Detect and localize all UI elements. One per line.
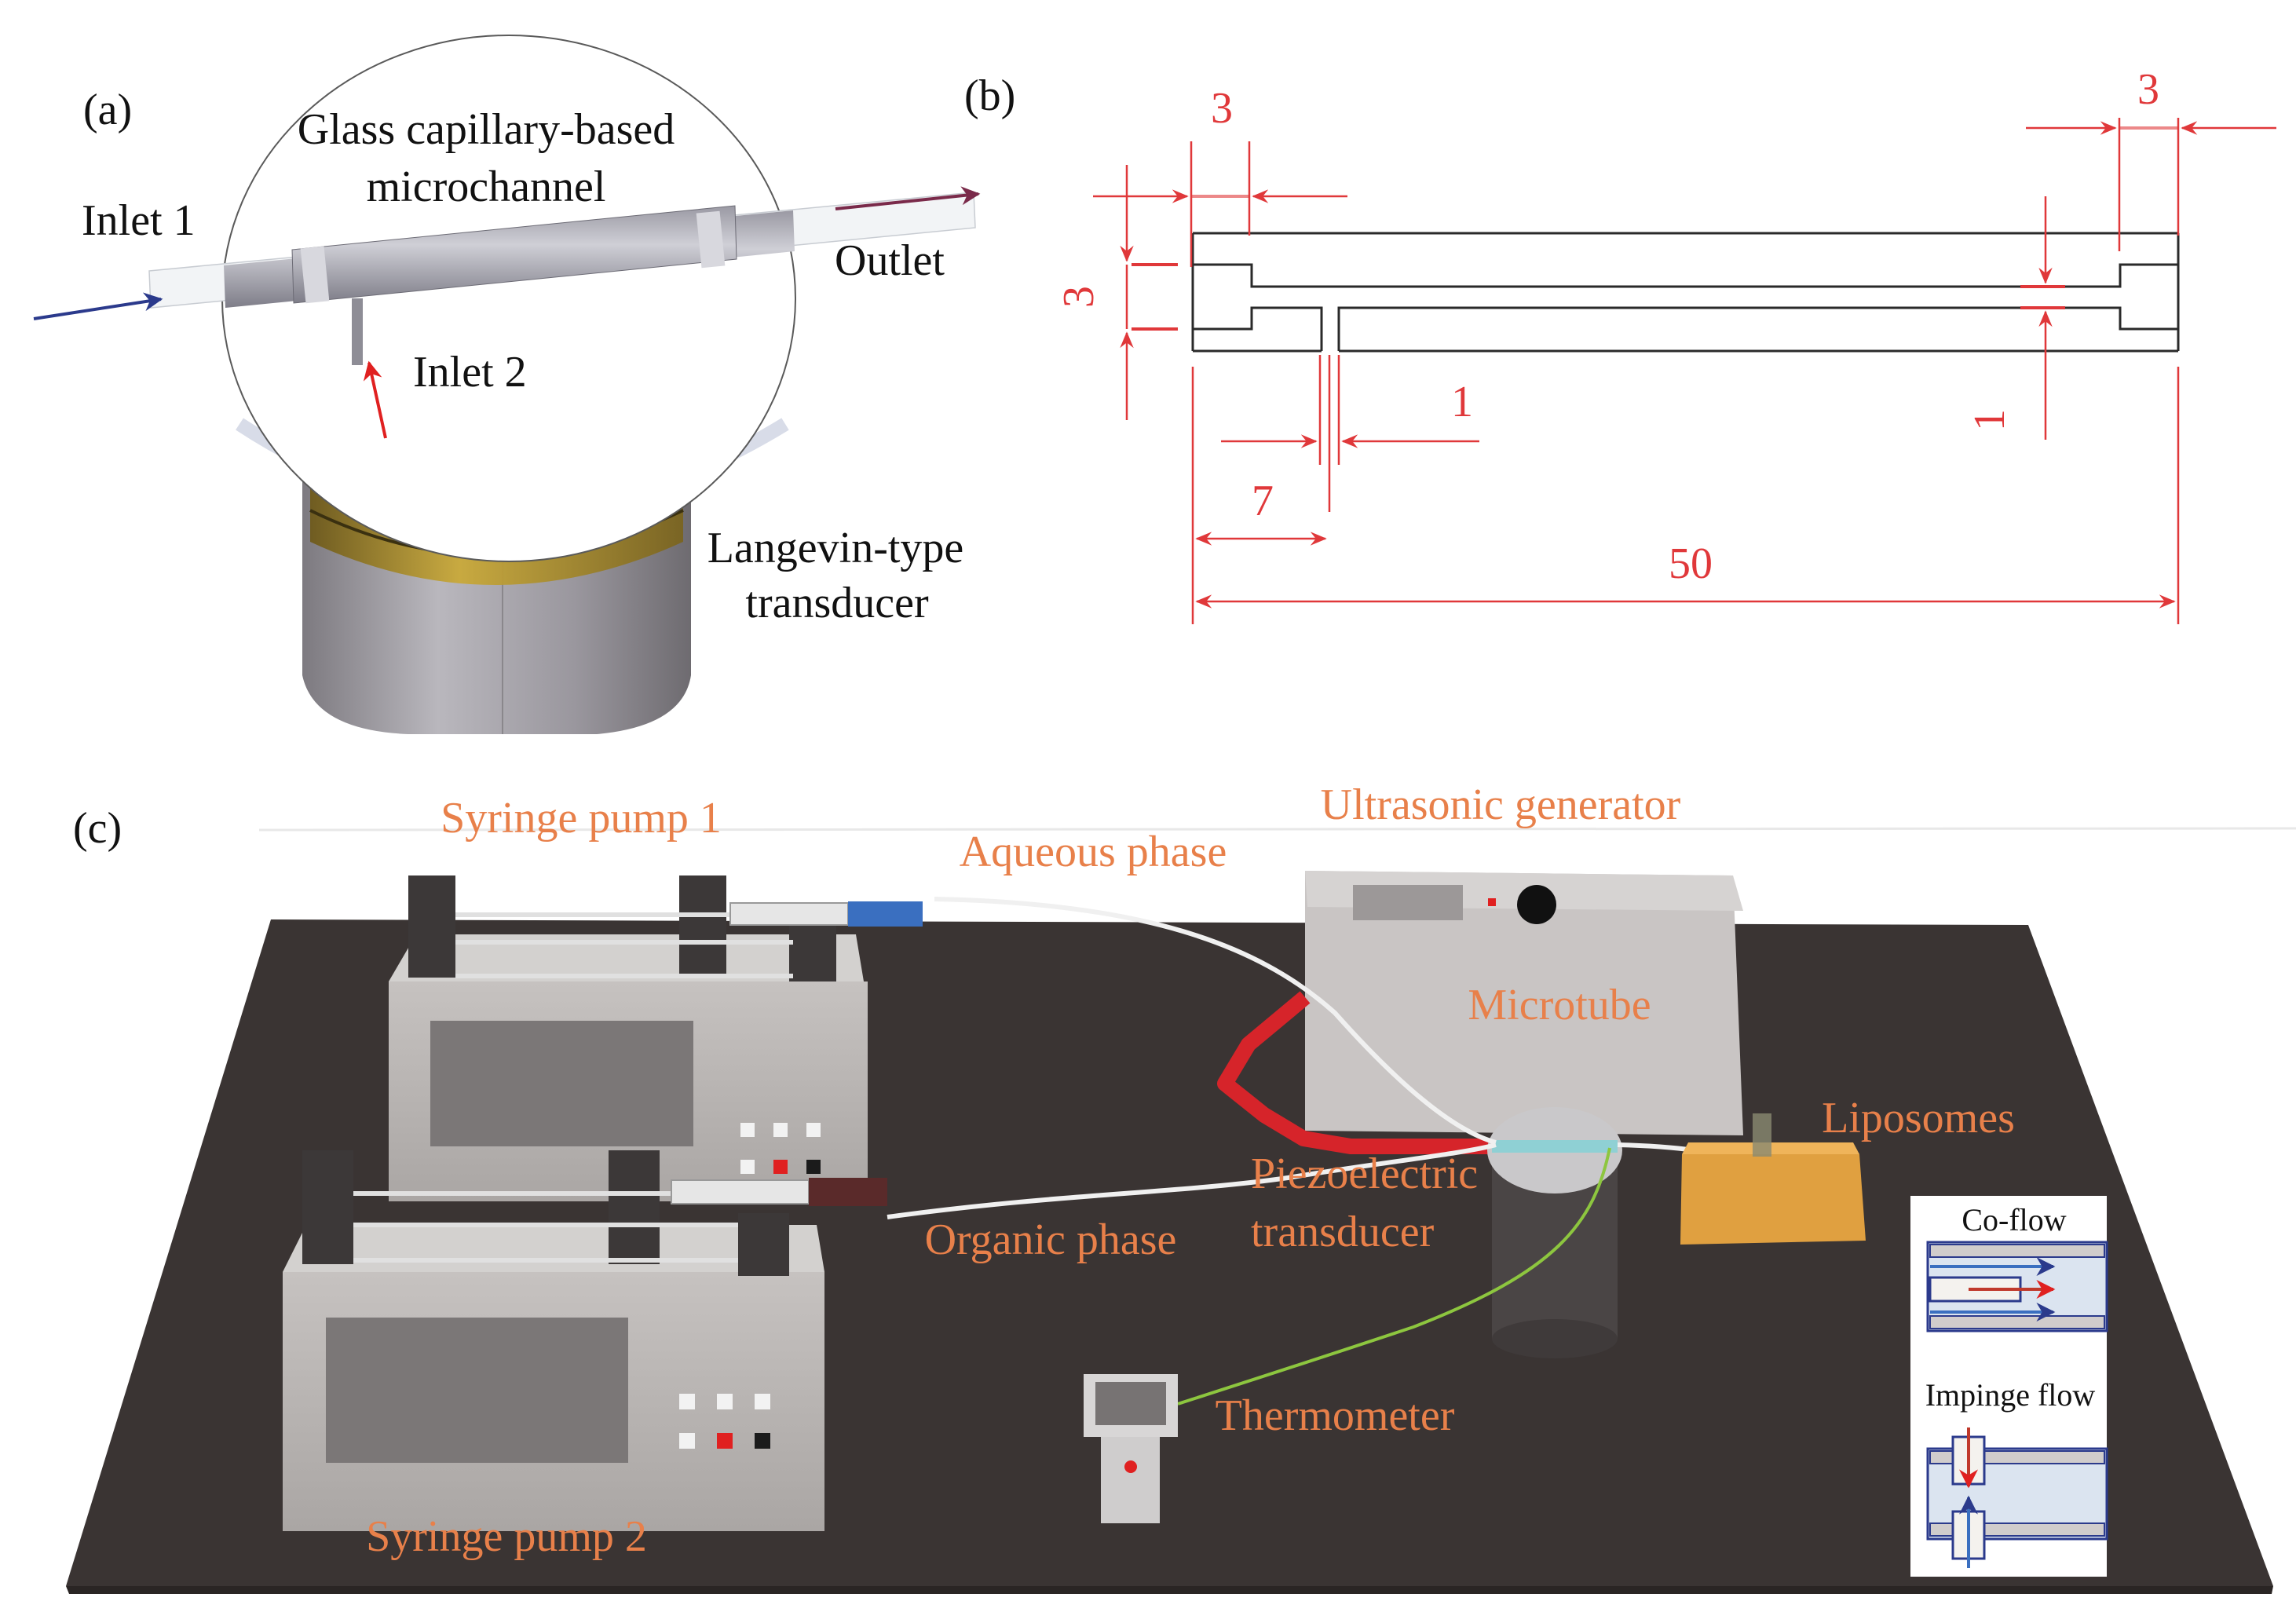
coflow-diagram — [1926, 1241, 2108, 1332]
panel-c: Co-flow Impinge flow (c) — [66, 780, 2296, 1594]
thermometer-wire — [1177, 1147, 1611, 1406]
syringe-2-connector — [809, 1178, 887, 1206]
pump1-key[interactable] — [740, 1123, 755, 1137]
generator-display — [1353, 885, 1463, 920]
transducer-label-line1: Langevin-type — [707, 524, 964, 572]
glass-capillary — [148, 192, 976, 365]
generator-indicator — [1488, 898, 1496, 906]
label-thermometer: Thermometer — [1216, 1391, 1455, 1440]
pump2-key[interactable] — [679, 1394, 695, 1409]
label-syringe-pump-2: Syringe pump 2 — [366, 1512, 647, 1561]
pump2-key[interactable] — [717, 1394, 733, 1409]
inlet2-arrow — [363, 360, 387, 439]
panel-b-tag: (b) — [964, 71, 1015, 120]
label-syringe-pump-1: Syringe pump 1 — [441, 794, 722, 843]
impinge-diagram — [1926, 1427, 2108, 1568]
syringe-1 — [729, 902, 849, 926]
dim-inlet2-offset: 7 — [1252, 477, 1274, 525]
label-liposomes: Liposomes — [1822, 1094, 2015, 1142]
panel-c-tag: (c) — [73, 804, 122, 853]
syringe-1-connector — [848, 901, 923, 927]
channel-label-line1: Glass capillary-based — [298, 105, 675, 154]
panel-b: (b) — [964, 65, 2276, 624]
thermometer-button[interactable] — [1124, 1460, 1137, 1473]
pump1-display — [430, 1021, 693, 1146]
aqueous-tube — [934, 897, 1497, 1145]
pump2-stop-key[interactable] — [717, 1433, 733, 1449]
thermometer-device — [1084, 1374, 1178, 1523]
pump2-key[interactable] — [679, 1433, 695, 1449]
pump2-key[interactable] — [755, 1394, 770, 1409]
dimension-lines — [1093, 118, 2276, 624]
inlet1-arrow — [33, 292, 163, 320]
pump1-key[interactable] — [806, 1160, 821, 1174]
label-microtube: Microtube — [1468, 981, 1651, 1029]
organic-tube — [887, 1142, 1497, 1219]
pump1-key[interactable] — [740, 1160, 755, 1174]
pump2-display — [326, 1318, 628, 1463]
dim-left-width: 3 — [1211, 84, 1233, 133]
piezoelectric-transducer — [1487, 1107, 1622, 1358]
dim-right-channel: 1 — [1965, 409, 2014, 431]
panel-a-tag: (a) — [83, 86, 132, 134]
pump1-key[interactable] — [773, 1123, 788, 1137]
transducer-label-line2: transducer — [745, 579, 929, 627]
pump2-key[interactable] — [755, 1433, 770, 1449]
pump1-stop-key[interactable] — [773, 1160, 788, 1174]
liposome-stage — [1680, 1113, 1866, 1245]
inlet2-label: Inlet 2 — [413, 348, 527, 397]
inset-coflow-label: Co-flow — [1961, 1202, 2066, 1237]
outlet-label: Outlet — [835, 236, 945, 285]
dim-inlet2-width: 1 — [1451, 378, 1473, 426]
dim-left-height: 3 — [1055, 286, 1103, 308]
label-ultrasonic-generator: Ultrasonic generator — [1321, 780, 1681, 829]
liposome-vial — [1753, 1113, 1771, 1157]
separator-line — [258, 827, 2296, 832]
inset-impinge-label: Impinge flow — [1925, 1377, 2096, 1413]
channel-drawing — [1191, 232, 2180, 353]
generator-knob[interactable] — [1517, 885, 1556, 924]
label-aqueous-phase: Aqueous phase — [960, 828, 1227, 876]
ultrasonic-generator — [1305, 871, 1743, 1135]
inlet1-label: Inlet 1 — [82, 196, 196, 245]
label-piezo-line1: Piezoelectric — [1251, 1150, 1478, 1198]
flow-inset: Co-flow Impinge flow — [1910, 1196, 2108, 1577]
red-cable — [1217, 991, 1492, 1154]
syringe-2 — [671, 1179, 810, 1204]
channel-label-line2: microchannel — [367, 163, 606, 211]
panel-a: (a) Glass capillary-based microchannel I… — [33, 35, 981, 734]
outlet-arrow — [835, 186, 981, 210]
microtube-glass — [1492, 1140, 1618, 1153]
label-piezo-line2: transducer — [1251, 1208, 1435, 1256]
dim-total-length: 50 — [1669, 539, 1713, 588]
syringe-pump-2 — [283, 1150, 887, 1531]
dim-right-width: 3 — [2137, 65, 2159, 114]
pump1-key[interactable] — [806, 1123, 821, 1137]
label-organic-phase: Organic phase — [925, 1215, 1177, 1264]
